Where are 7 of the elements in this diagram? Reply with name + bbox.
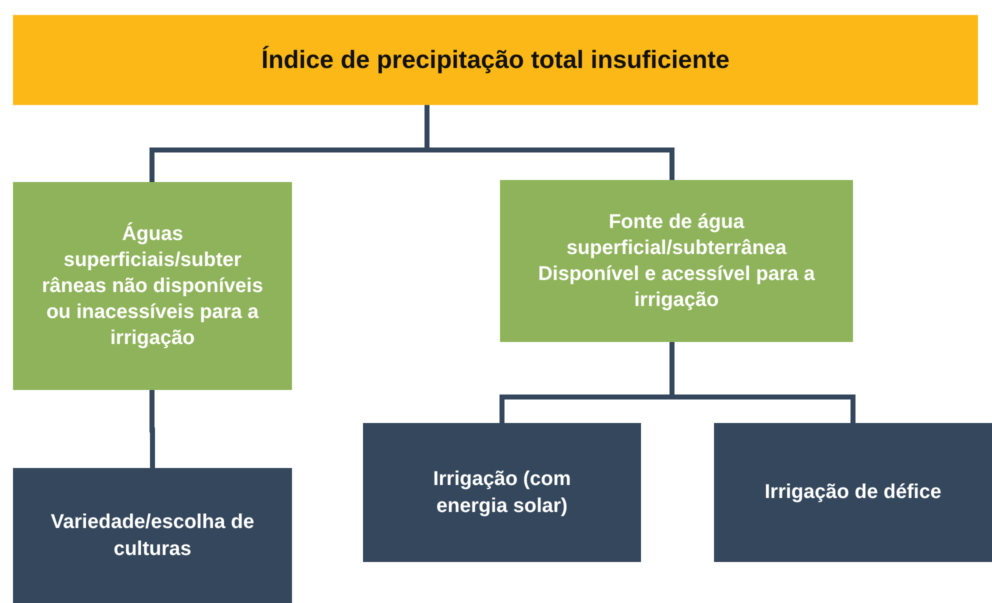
condition-box: Fonte de água superficial/subterrânea Disponível e acessível para a irrigação: [500, 180, 853, 342]
heading-box: Índice de precipitação total insuficiente: [13, 15, 978, 105]
connector-line: [150, 390, 155, 468]
option-box: Irrigação de défice: [714, 423, 992, 562]
option-box: Variedade/escolha de culturas: [13, 468, 292, 603]
condition-box: Águas superficiais/subter râneas não disponíveis ou inacessíveis para a irrigação: [13, 182, 292, 390]
option-box: Irrigação (com energia solar): [363, 423, 641, 562]
